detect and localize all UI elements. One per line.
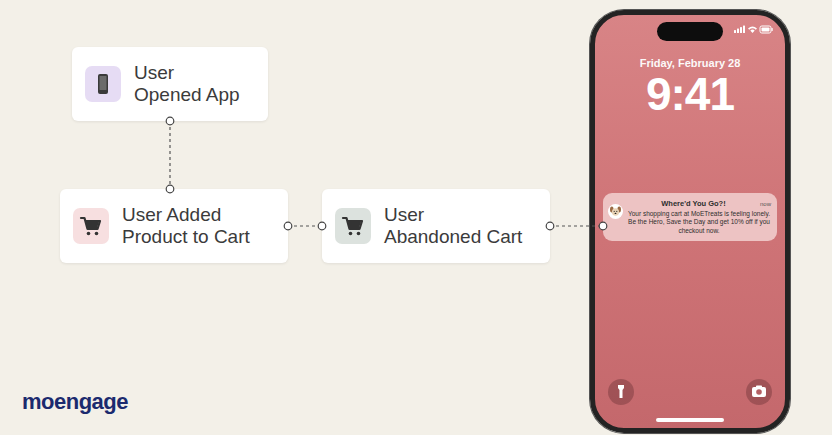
phone-screen: Friday, February 289:41 Where'd You Go?!… xyxy=(590,10,790,433)
event-label: User Abandoned Cart xyxy=(384,204,534,248)
flow-connector xyxy=(166,117,174,193)
connector-dot xyxy=(284,222,292,230)
flow-connector xyxy=(546,222,607,230)
notification-body: Your shopping cart at MoETreats is feeli… xyxy=(627,210,771,235)
notification-time: now xyxy=(760,201,771,207)
push-notification: Where'd You Go?!nowYour shopping cart at… xyxy=(603,193,777,241)
lock-date: Friday, February 28 xyxy=(640,57,741,69)
dashed-line xyxy=(169,121,170,189)
app-avatar xyxy=(608,204,623,219)
connector-dot xyxy=(318,222,326,230)
connector-dot xyxy=(546,222,554,230)
cart-icon xyxy=(73,208,109,244)
event-box: User Added Product to Cart xyxy=(60,189,288,263)
brand-logo: moengage xyxy=(22,389,128,415)
cart-icon xyxy=(335,208,371,244)
connector-dot xyxy=(599,222,607,230)
connector-dot xyxy=(166,185,174,193)
event-box: User Abandoned Cart xyxy=(322,189,550,263)
event-label: User Added Product to Cart xyxy=(122,204,272,248)
event-box: User Opened App xyxy=(72,47,268,121)
flow-connector xyxy=(284,222,326,230)
app-icon xyxy=(85,66,121,102)
dashed-line xyxy=(550,225,603,226)
dashed-line xyxy=(288,225,322,226)
connector-dot xyxy=(166,117,174,125)
lock-time: 9:41 xyxy=(646,70,734,118)
notification-title: Where'd You Go?! xyxy=(627,199,760,208)
event-label: User Opened App xyxy=(134,62,252,106)
